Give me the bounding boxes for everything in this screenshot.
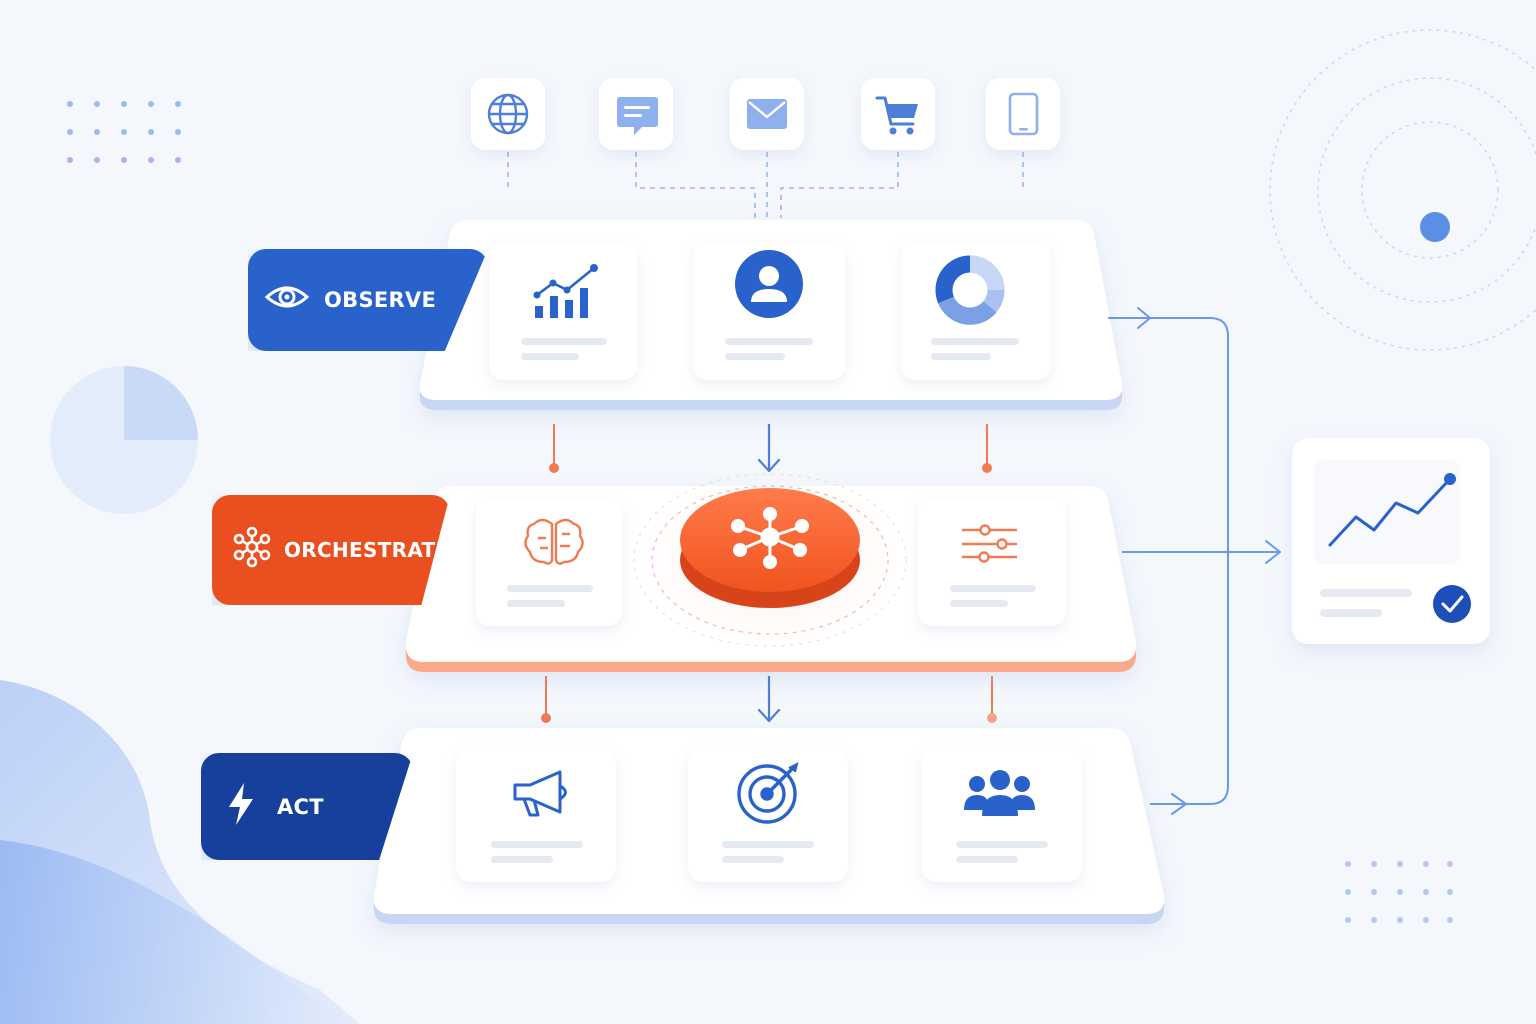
- chat-icon: [617, 97, 658, 135]
- card-text-placeholder: [1320, 609, 1382, 617]
- brain-icon: [524, 518, 584, 565]
- eye-icon: [264, 282, 310, 318]
- stage-label-observe[interactable]: OBSERVE: [248, 249, 488, 351]
- card-text-placeholder: [931, 338, 1019, 345]
- pie-decoration: [124, 366, 198, 440]
- trend-line-icon: [1328, 473, 1456, 547]
- card-text-placeholder: [491, 841, 583, 848]
- wave-shape: [0, 840, 360, 1024]
- mobile-icon: [1008, 92, 1039, 136]
- concentric-circles: [1269, 29, 1536, 351]
- mail-icon: [747, 99, 787, 129]
- cart-icon: [875, 96, 918, 135]
- megaphone-icon: [513, 770, 567, 817]
- stage-label-text: ORCHESTRATE: [284, 538, 450, 562]
- globe-icon: [487, 93, 529, 135]
- card-text-placeholder: [950, 600, 1008, 607]
- card-text-placeholder: [956, 841, 1048, 848]
- card-text-placeholder: [507, 600, 565, 607]
- bar-chart-icon: [533, 264, 598, 318]
- source-tile-mobile[interactable]: [986, 78, 1060, 150]
- stage-label-text: OBSERVE: [324, 288, 437, 312]
- check-icon: [1433, 585, 1471, 623]
- team-icon: [964, 770, 1035, 816]
- card-text-placeholder: [1320, 589, 1412, 597]
- observe-card-analytics[interactable]: [489, 242, 637, 380]
- orchestrate-card-settings[interactable]: [918, 498, 1066, 626]
- card-text-placeholder: [521, 353, 579, 360]
- card-text-placeholder: [491, 856, 553, 863]
- lightning-icon: [225, 781, 257, 833]
- feedback-connector: [1108, 307, 1281, 815]
- donut-chart-icon: [935, 255, 1005, 325]
- card-text-placeholder: [722, 856, 784, 863]
- card-text-placeholder: [956, 856, 1018, 863]
- stage-label-text: ACT: [277, 794, 324, 819]
- network-icon: [230, 525, 274, 575]
- user-profile-icon: [735, 250, 803, 318]
- hub-network-icon: [731, 507, 809, 569]
- orchestrate-card-ai[interactable]: [476, 498, 622, 626]
- dot-grid: [1345, 861, 1453, 923]
- act-card-targeting[interactable]: [688, 748, 848, 882]
- card-text-placeholder: [725, 353, 785, 360]
- sliders-icon: [962, 524, 1017, 563]
- card-text-placeholder: [725, 338, 813, 345]
- card-text-placeholder: [722, 841, 814, 848]
- connector-observe-orchestrate: [549, 424, 992, 473]
- dot-grid: [67, 101, 181, 163]
- stage-label-act[interactable]: ACT: [201, 753, 413, 860]
- accent-dot: [1420, 212, 1450, 242]
- connector-orchestrate-act: [541, 676, 997, 723]
- card-text-placeholder: [507, 585, 593, 592]
- target-icon: [737, 762, 799, 824]
- card-text-placeholder: [950, 585, 1036, 592]
- source-connectors: [507, 152, 1024, 218]
- stage-label-orchestrate[interactable]: ORCHESTRATE: [212, 495, 450, 605]
- card-text-placeholder: [521, 338, 607, 345]
- card-text-placeholder: [931, 353, 991, 360]
